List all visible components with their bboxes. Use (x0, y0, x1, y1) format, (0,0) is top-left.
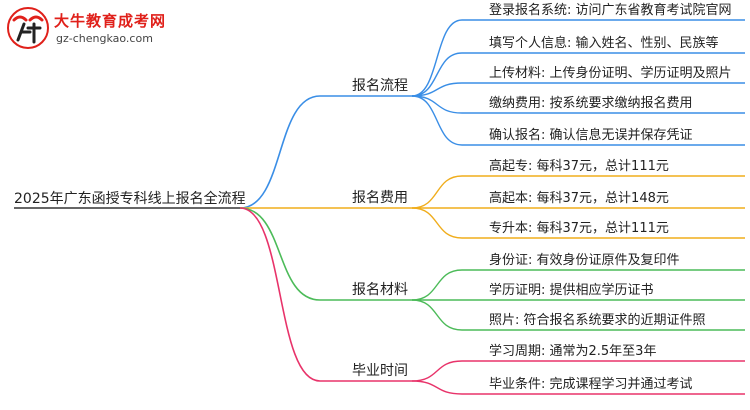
leaf-connector (411, 52, 463, 97)
leaf-connector (411, 299, 463, 331)
leaf-label: 毕业条件: 完成课程学习并通过考试 (489, 376, 693, 392)
bull-logo-icon (7, 7, 49, 49)
leaf-connector (411, 95, 463, 114)
leaf-label: 身份证: 有效身份证原件及复印件 (489, 252, 680, 268)
branch-connector (239, 207, 321, 382)
branch-label: 报名流程 (352, 78, 408, 94)
leaf-connector (411, 95, 463, 146)
leaf-label: 高起本: 每科37元，总计148元 (489, 190, 669, 206)
leaf-connector (411, 207, 463, 239)
leaf-connector (411, 175, 463, 209)
leaf-label: 上传材料: 上传身份证明、学历证明及照片 (489, 65, 732, 81)
leaf-label: 学习周期: 通常为2.5年至3年 (489, 343, 656, 359)
leaf-connector (411, 269, 463, 301)
leaf-label: 学历证明: 提供相应学历证书 (489, 282, 654, 298)
leaf-label: 照片: 符合报名系统要求的近期证件照 (489, 312, 706, 328)
brand-name: 大牛教育成考网 (54, 12, 167, 30)
leaf-label: 登录报名系统: 访问广东省教育考试院官网 (489, 2, 732, 18)
branch-label: 毕业时间 (352, 363, 408, 379)
branch-connector (239, 95, 321, 209)
brand-logo: 大牛教育成考网 gz-chengkao.com (6, 6, 176, 52)
leaf-label: 缴纳费用: 按系统要求缴纳报名费用 (489, 95, 693, 111)
leaf-label: 填写个人信息: 输入姓名、性别、民族等 (489, 35, 719, 51)
leaf-connector (411, 82, 463, 97)
leaf-connector (411, 380, 463, 395)
root-node-label: 2025年广东函授专科线上报名全流程 (14, 190, 246, 207)
branch-label: 报名费用 (352, 190, 408, 206)
leaf-label: 确认报名: 确认信息无误并保存凭证 (489, 127, 693, 143)
branch-connector (239, 207, 321, 301)
leaf-label: 高起专: 每科37元，总计111元 (489, 158, 669, 174)
leaf-connector (411, 19, 463, 97)
leaf-connector (411, 360, 463, 382)
branch-label: 报名材料 (352, 282, 408, 298)
brand-url: gz-chengkao.com (56, 32, 153, 45)
leaf-label: 专升本: 每科37元，总计111元 (489, 220, 669, 236)
